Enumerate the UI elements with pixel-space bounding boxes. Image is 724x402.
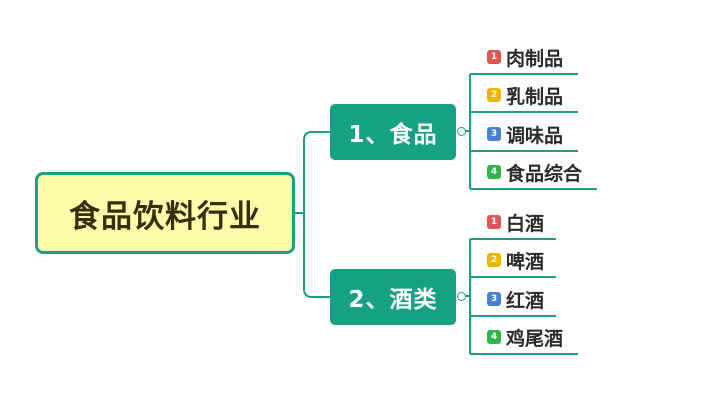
connector-root-branch-1 [295, 131, 330, 214]
leaf-topic[interactable]: 2 啤酒 [487, 245, 544, 275]
priority-2-icon: 2 [487, 253, 501, 267]
collapse-toggle-icon[interactable] [457, 292, 466, 301]
leaf-topic-label: 啤酒 [506, 250, 545, 273]
leaf-topic[interactable]: 1 白酒 [487, 207, 544, 237]
root-topic[interactable]: 食品饮料行业 [35, 172, 295, 254]
branch-topic-label: 1、食品 [348, 122, 438, 148]
branch-topic-label: 2、酒类 [348, 287, 438, 313]
priority-3-icon: 3 [487, 127, 501, 141]
leaf-topic-label: 乳制品 [506, 85, 564, 108]
root-topic-title: 食品饮料行业 [69, 198, 261, 235]
priority-1-icon: 1 [487, 50, 501, 64]
leaf-topic-label: 鸡尾酒 [506, 327, 564, 350]
leaf-topic[interactable]: 3 红酒 [487, 284, 544, 314]
priority-1-icon: 1 [487, 215, 501, 229]
leaf-topic-label: 调味品 [506, 124, 564, 147]
branch-topic-alcohol[interactable]: 2、酒类 [330, 269, 456, 325]
leaf-topic[interactable]: 3 调味品 [487, 119, 563, 149]
leaf-topic-label: 红酒 [506, 289, 545, 312]
leaf-topic[interactable]: 4 鸡尾酒 [487, 322, 563, 352]
leaf-topic[interactable]: 4 食品综合 [487, 157, 582, 187]
leaf-topic[interactable]: 2 乳制品 [487, 80, 563, 110]
leaf-topic-label: 肉制品 [506, 47, 564, 70]
leaf-topic-label: 白酒 [506, 212, 545, 235]
priority-4-icon: 4 [487, 165, 501, 179]
priority-2-icon: 2 [487, 88, 501, 102]
connector-root-branch-2 [295, 212, 330, 298]
leaf-topic[interactable]: 1 肉制品 [487, 42, 563, 72]
branch-topic-food[interactable]: 1、食品 [330, 104, 456, 160]
leaf-topic-label: 食品综合 [506, 162, 583, 185]
collapse-toggle-icon[interactable] [457, 127, 466, 136]
priority-3-icon: 3 [487, 292, 501, 306]
priority-4-icon: 4 [487, 330, 501, 344]
